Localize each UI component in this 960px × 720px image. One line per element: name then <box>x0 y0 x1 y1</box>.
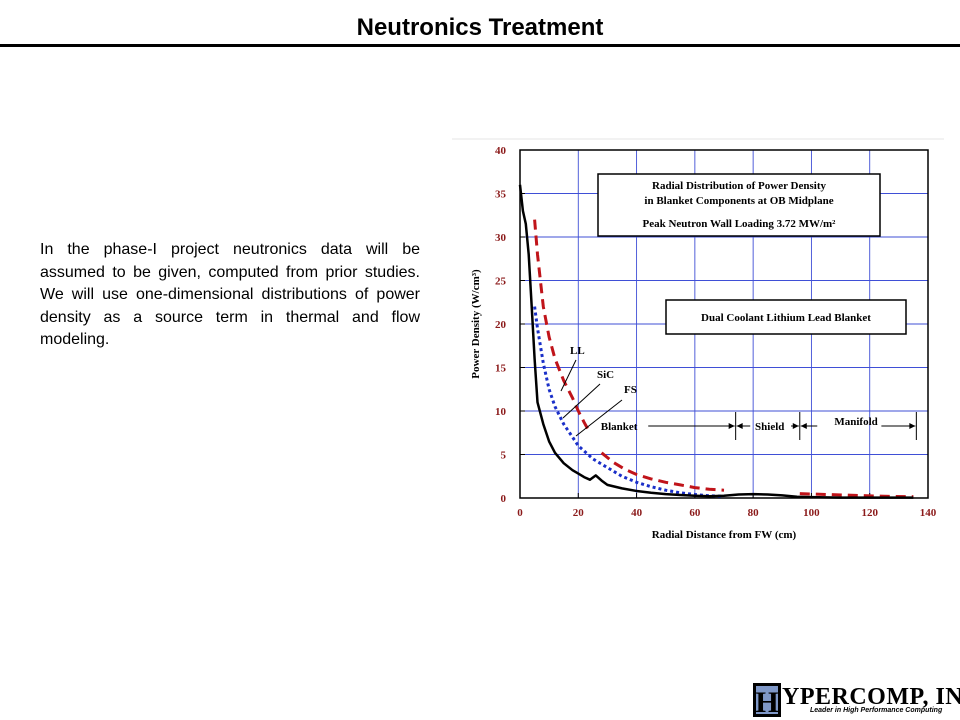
series-line-sic <box>533 306 725 498</box>
y-tick-label: 30 <box>495 232 507 244</box>
region-arrow-blanket-head <box>728 423 735 429</box>
series-line-fs <box>518 184 914 499</box>
region-label-blanket: Blanket <box>601 421 638 433</box>
series-label-sic: SiC <box>597 369 614 381</box>
y-axis-label: Power Density (W/cm³) <box>470 269 482 379</box>
x-axis-label: Radial Distance from FW (cm) <box>652 529 797 541</box>
series-label-ll: LL <box>570 345 585 357</box>
blanket-type-label: Dual Coolant Lithium Lead Blanket <box>701 312 871 324</box>
y-tick-label: 5 <box>501 450 507 462</box>
region-label-manifold: Manifold <box>834 416 877 428</box>
y-tick-label: 20 <box>495 319 507 331</box>
logo-wordmark: YPERCOMP, INC. <box>782 684 960 710</box>
chart-title-line-2: in Blanket Components at OB Midplane <box>644 195 833 207</box>
blanket-type-box <box>665 299 907 335</box>
chart-title-box <box>597 173 881 237</box>
x-tick-label: 60 <box>689 507 701 519</box>
y-tick-label: 35 <box>495 189 507 201</box>
slide-title: Neutronics Treatment <box>356 14 604 41</box>
chart-title-line-1: Radial Distribution of Power Density <box>652 180 826 192</box>
pointer-ll <box>560 359 577 392</box>
pointer-fs <box>575 399 623 437</box>
title-underline <box>0 44 960 47</box>
x-tick-label: 120 <box>861 507 878 519</box>
x-tick-label: 40 <box>631 507 643 519</box>
power-density-chart: 0 20 40 60 80 100 120 140 0 5 10 15 20 25 30 35 40 Blank… <box>452 138 944 550</box>
region-arrow-shield-right-head <box>792 423 799 429</box>
y-tick-label: 0 <box>501 493 507 505</box>
x-tick-label: 100 <box>803 507 820 519</box>
hypercomp-logo: H YPERCOMP, INC. Leader in High Performa… <box>752 682 960 718</box>
x-tick-label: 80 <box>748 507 760 519</box>
y-tick-label: 10 <box>495 406 507 418</box>
y-tick-label: 40 <box>495 145 507 157</box>
series <box>518 184 914 499</box>
region-markers: Blanket Shield Manifold <box>601 412 917 440</box>
x-tick-label: 20 <box>573 507 585 519</box>
region-label-shield: Shield <box>755 421 784 433</box>
x-tick-label: 140 <box>920 507 937 519</box>
logo-tagline: Leader in High Performance Computing <box>810 707 943 714</box>
series-line-ll <box>799 492 914 499</box>
series-label-fs: FS <box>624 384 637 396</box>
y-tick-label: 15 <box>495 363 507 375</box>
ticks: 0 20 40 60 80 100 120 140 0 5 10 15 20 25 30 35 40 <box>495 145 937 519</box>
chart-title-line-3: Peak Neutron Wall Loading 3.72 MW/m² <box>643 218 837 230</box>
y-tick-label: 25 <box>495 276 507 288</box>
region-arrow-manifold-left-head <box>800 423 807 429</box>
logo-h-mark: H <box>753 683 781 718</box>
x-tick-label: 0 <box>517 507 523 519</box>
region-arrow-manifold-right-head <box>909 423 916 429</box>
svg-text:H: H <box>755 686 778 718</box>
series-line-ll <box>600 451 725 492</box>
series-line-ll <box>533 219 592 434</box>
body-paragraph: In the phase-I project neutronics data w… <box>40 241 420 349</box>
pointer-sic <box>562 383 601 419</box>
region-arrow-shield-left-head <box>736 423 743 429</box>
